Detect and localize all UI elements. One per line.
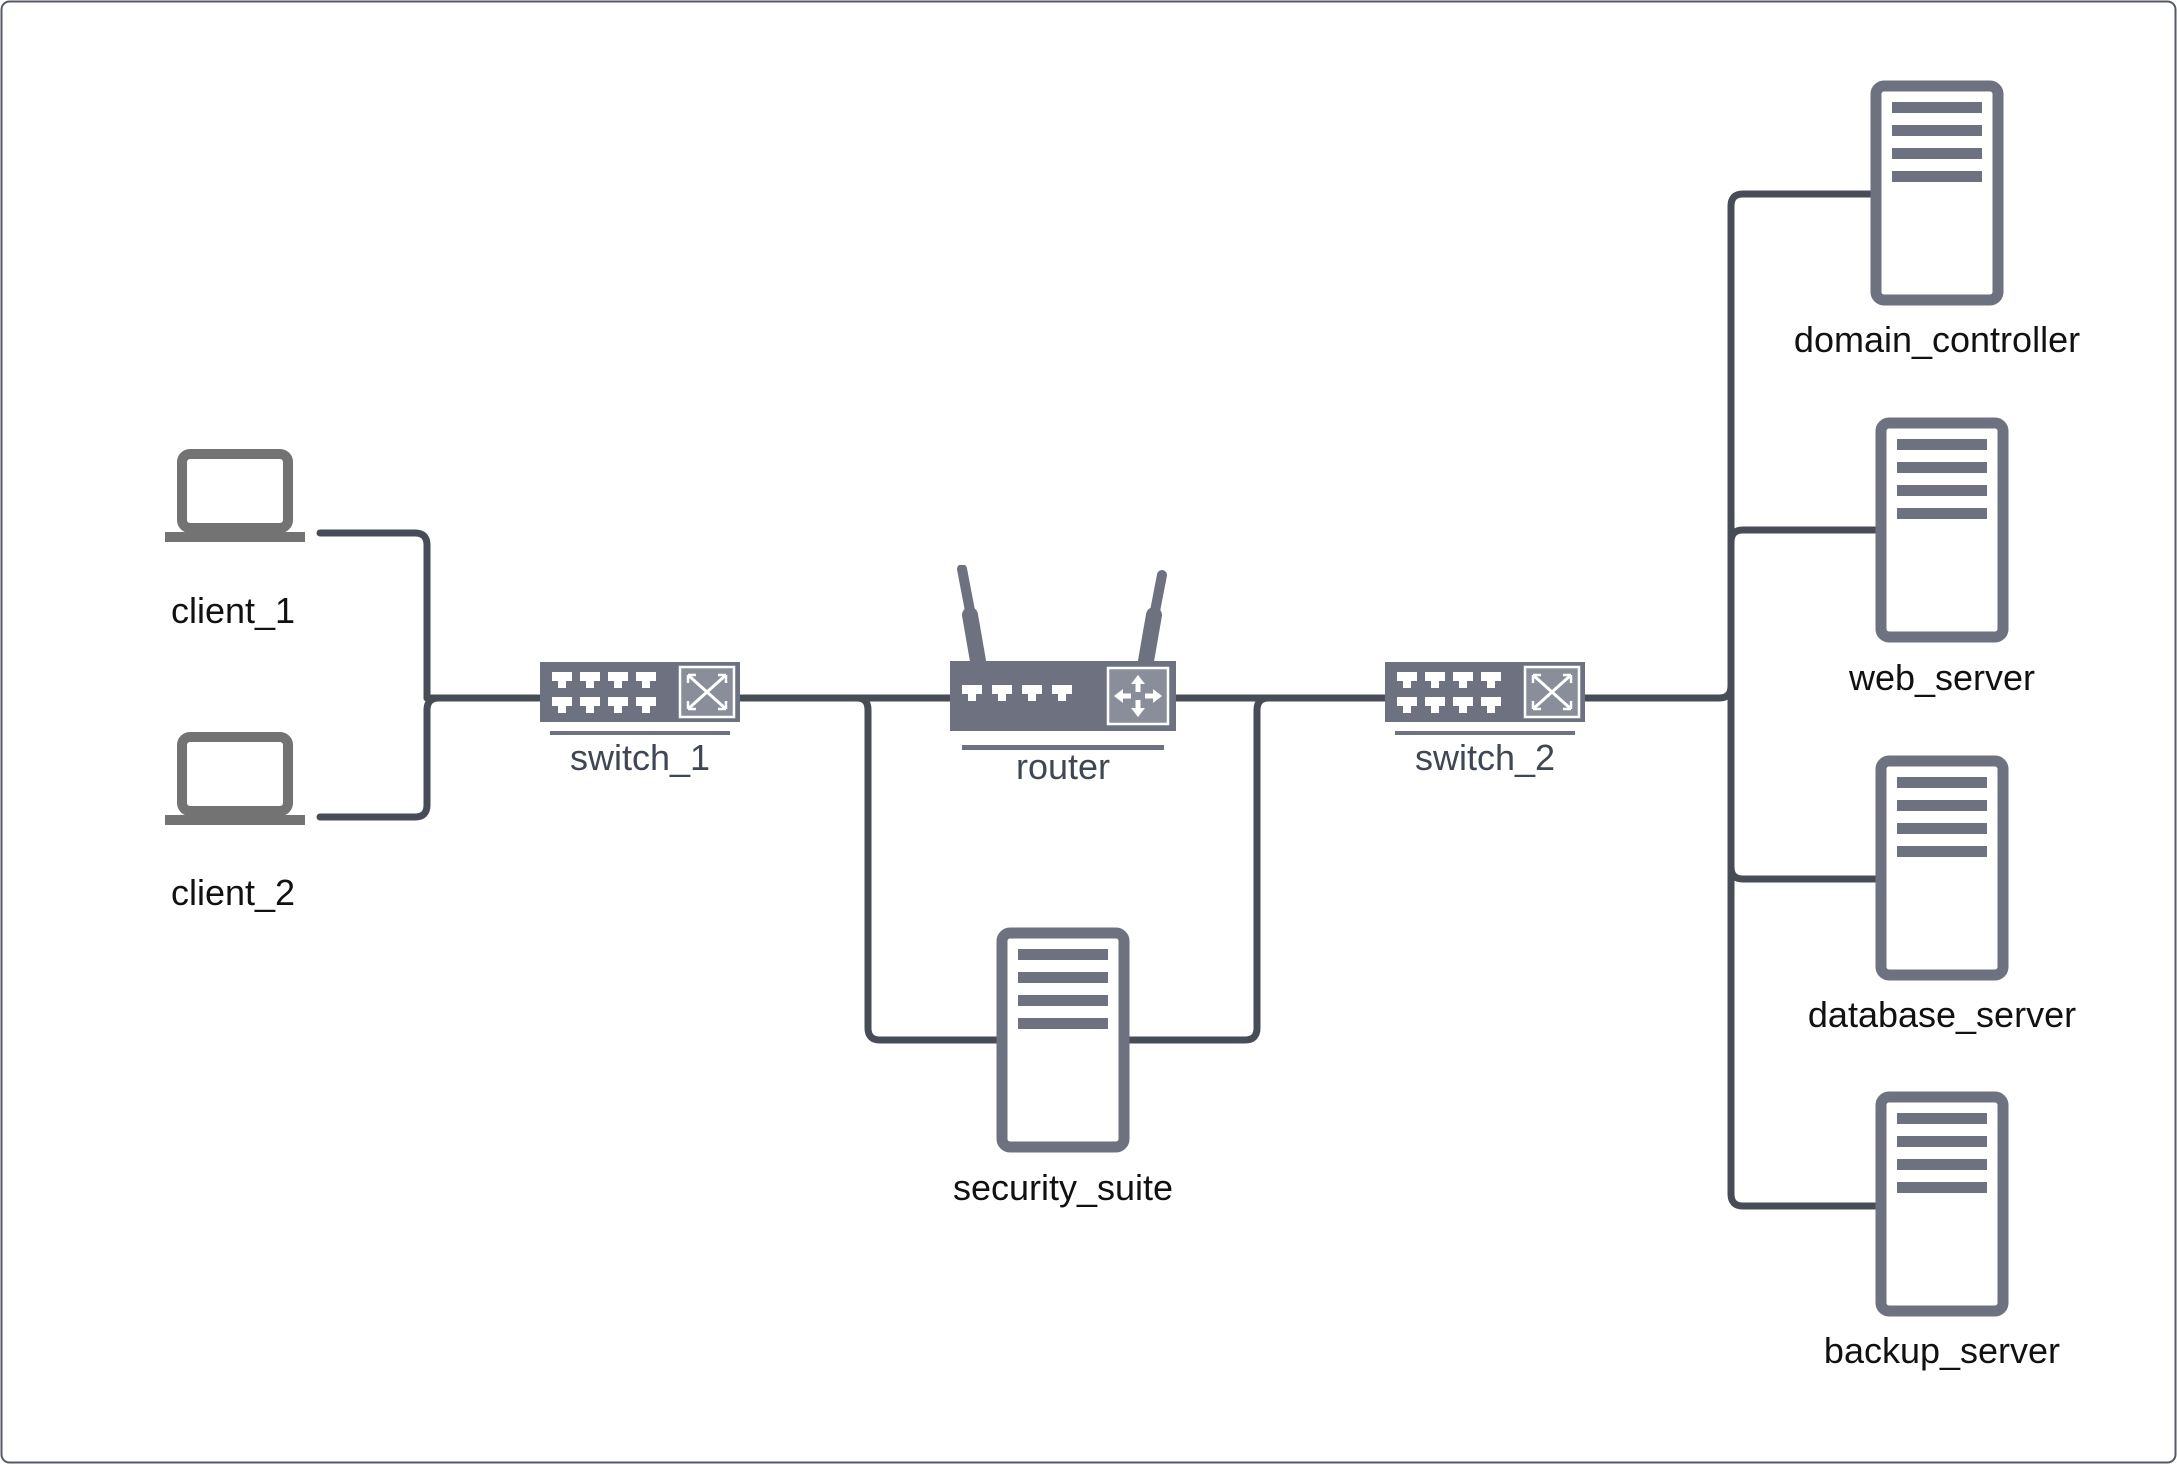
switch-2-label: switch_2 (1415, 737, 1555, 778)
link-junction-switch1 (423, 694, 545, 714)
link-server-bus (1727, 190, 1882, 1210)
web-server-node[interactable]: web_server (1848, 423, 2035, 698)
backup-server-label: backup_server (1824, 1330, 2060, 1371)
server-icon (1002, 933, 1124, 1147)
links (316, 190, 1882, 1210)
database-server-label: database_server (1808, 994, 2076, 1035)
laptop-icon (165, 737, 305, 825)
laptop-icon (165, 454, 305, 542)
link-client2-switch1 (316, 706, 431, 821)
client-1-label: client_1 (171, 590, 295, 631)
switch-1-label: switch_1 (570, 737, 710, 778)
server-icon (1876, 86, 1998, 300)
router-node[interactable]: router (950, 569, 1176, 787)
link-switch1-security (853, 694, 1004, 1044)
client-2-label: client_2 (171, 872, 295, 913)
client-1-node[interactable]: client_1 (165, 454, 305, 631)
link-client1-switch1 (316, 529, 431, 702)
server-icon (1881, 423, 2003, 637)
link-bus-database-server (1727, 863, 1882, 883)
web-server-label: web_server (1848, 657, 2035, 698)
router-label: router (1016, 746, 1110, 787)
database-server-node[interactable]: database_server (1808, 761, 2076, 1035)
security-suite-label: security_suite (953, 1167, 1173, 1208)
switch-2-node[interactable]: switch_2 (1385, 662, 1585, 778)
client-2-node[interactable]: client_2 (165, 737, 305, 913)
domain-controller-node[interactable]: domain_controller (1794, 86, 2080, 360)
link-bus-web-server (1727, 526, 1882, 546)
backup-server-node[interactable]: backup_server (1824, 1097, 2060, 1371)
domain-controller-label: domain_controller (1794, 319, 2080, 360)
switch-1-node[interactable]: switch_1 (540, 662, 740, 778)
link-security-switch2 (1124, 694, 1273, 1044)
server-icon (1881, 761, 2003, 975)
security-suite-node[interactable]: security_suite (953, 933, 1173, 1208)
server-icon (1881, 1097, 2003, 1311)
